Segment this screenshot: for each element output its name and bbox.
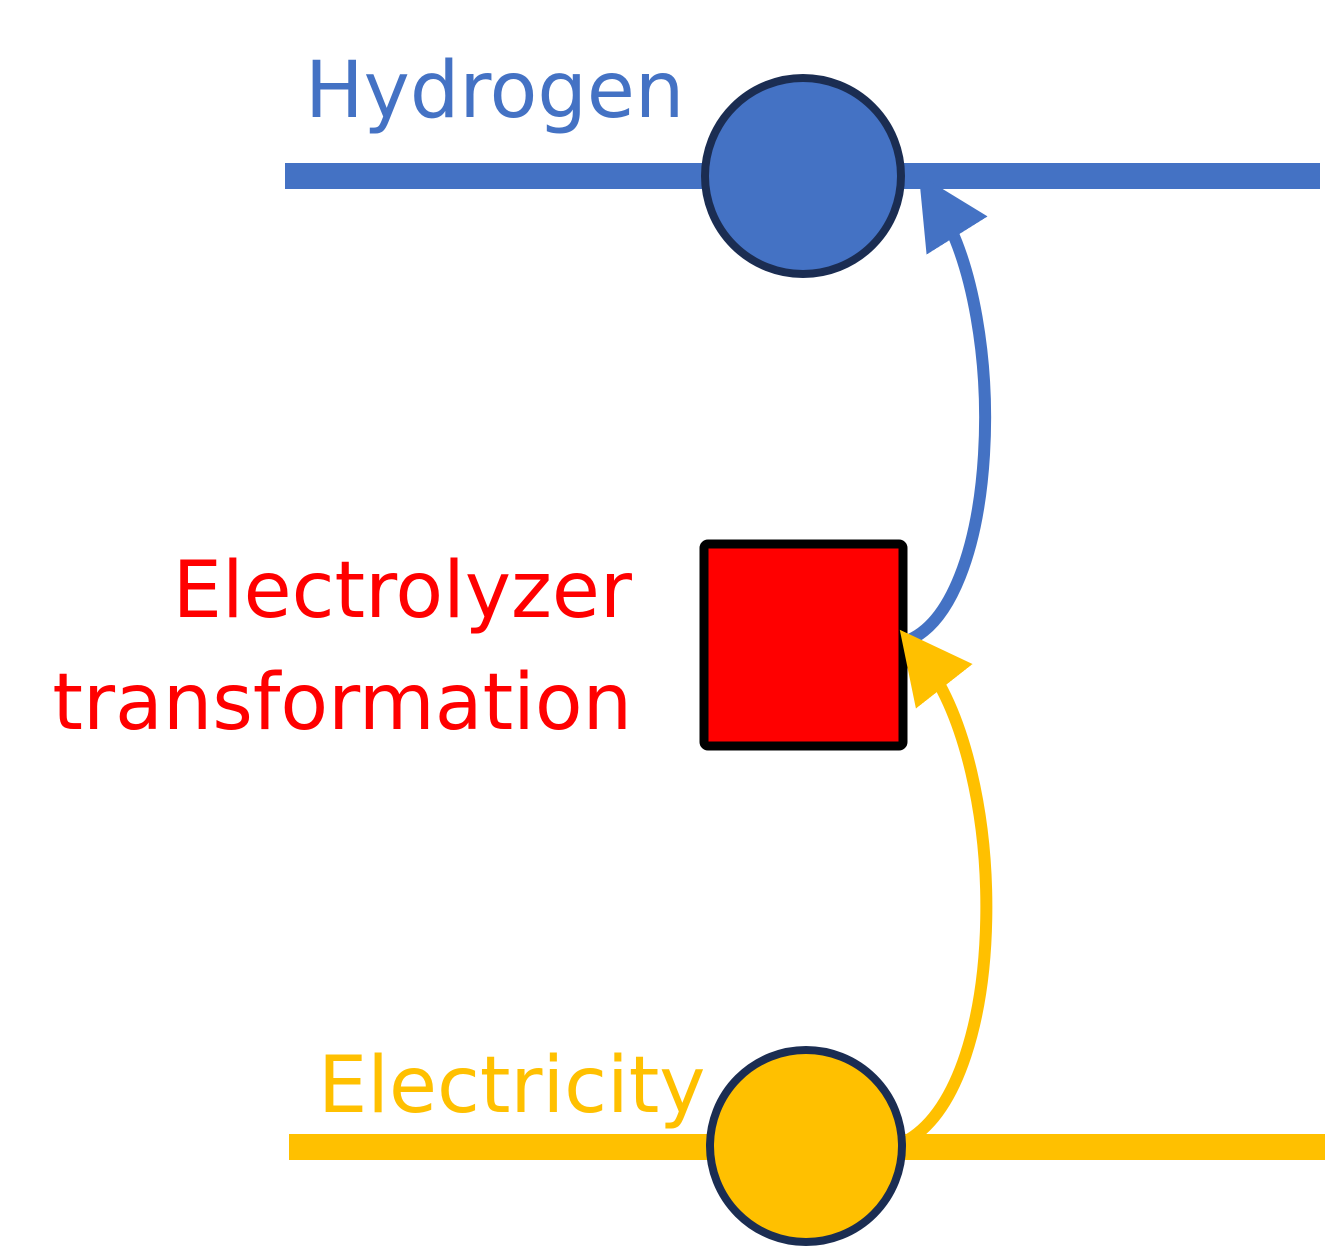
hydrogen-node[interactable]	[701, 74, 905, 278]
electrolyzer-node[interactable]	[699, 539, 908, 751]
electricity-to-electrolyzer-arrow	[899, 629, 993, 1146]
hydrogen-label: Hydrogen	[305, 46, 684, 136]
electrolyzer-label-line2: transformation	[52, 658, 632, 748]
electricity-label: Electricity	[318, 1041, 705, 1131]
electricity-node[interactable]	[706, 1046, 906, 1246]
electrolyzer-to-hydrogen-arrow	[901, 174, 992, 648]
electrolyzer-label-line1: Electrolyzer	[173, 546, 633, 636]
